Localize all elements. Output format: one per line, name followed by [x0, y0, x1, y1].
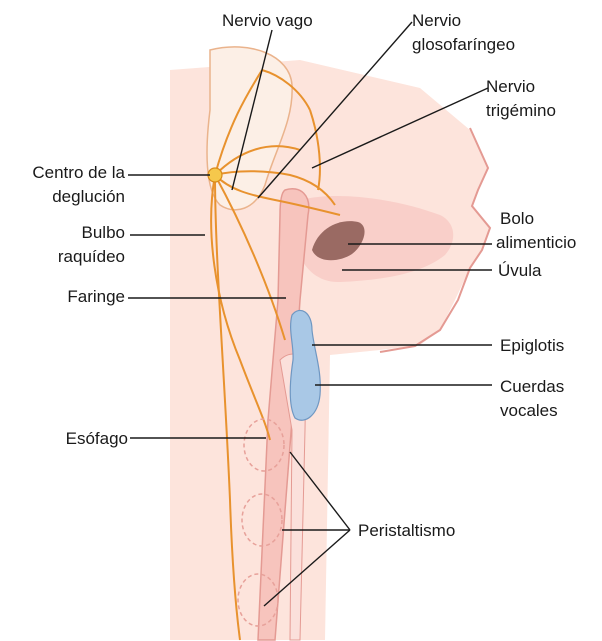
swallowing-center-dot [208, 168, 222, 182]
label-peristaltismo: Peristaltismo [358, 520, 455, 541]
label-bolo-alimenticio-line2: alimenticio [496, 232, 576, 253]
label-uvula: Úvula [498, 260, 541, 281]
label-epiglotis: Epiglotis [500, 335, 564, 356]
label-centro-deglucion-line2: deglución [52, 186, 125, 207]
label-cuerdas-vocales-line1: Cuerdas [500, 376, 564, 397]
label-bulbo-raquideo-line2: raquídeo [58, 246, 125, 267]
label-nervio-trigemino-line1: Nervio [486, 76, 535, 97]
label-centro-deglucion-line1: Centro de la [32, 162, 125, 183]
label-bulbo-raquideo-line1: Bulbo [82, 222, 125, 243]
label-bolo-alimenticio-line1: Bolo [500, 208, 534, 229]
label-nervio-glosofaringeo-line1: Nervio [412, 10, 461, 31]
label-faringe: Faringe [67, 286, 125, 307]
label-nervio-vago: Nervio vago [222, 10, 313, 31]
label-cuerdas-vocales-line2: vocales [500, 400, 558, 421]
label-esofago: Esófago [66, 428, 128, 449]
label-nervio-glosofaringeo-line2: glosofaríngeo [412, 34, 515, 55]
label-nervio-trigemino-line2: trigémino [486, 100, 556, 121]
